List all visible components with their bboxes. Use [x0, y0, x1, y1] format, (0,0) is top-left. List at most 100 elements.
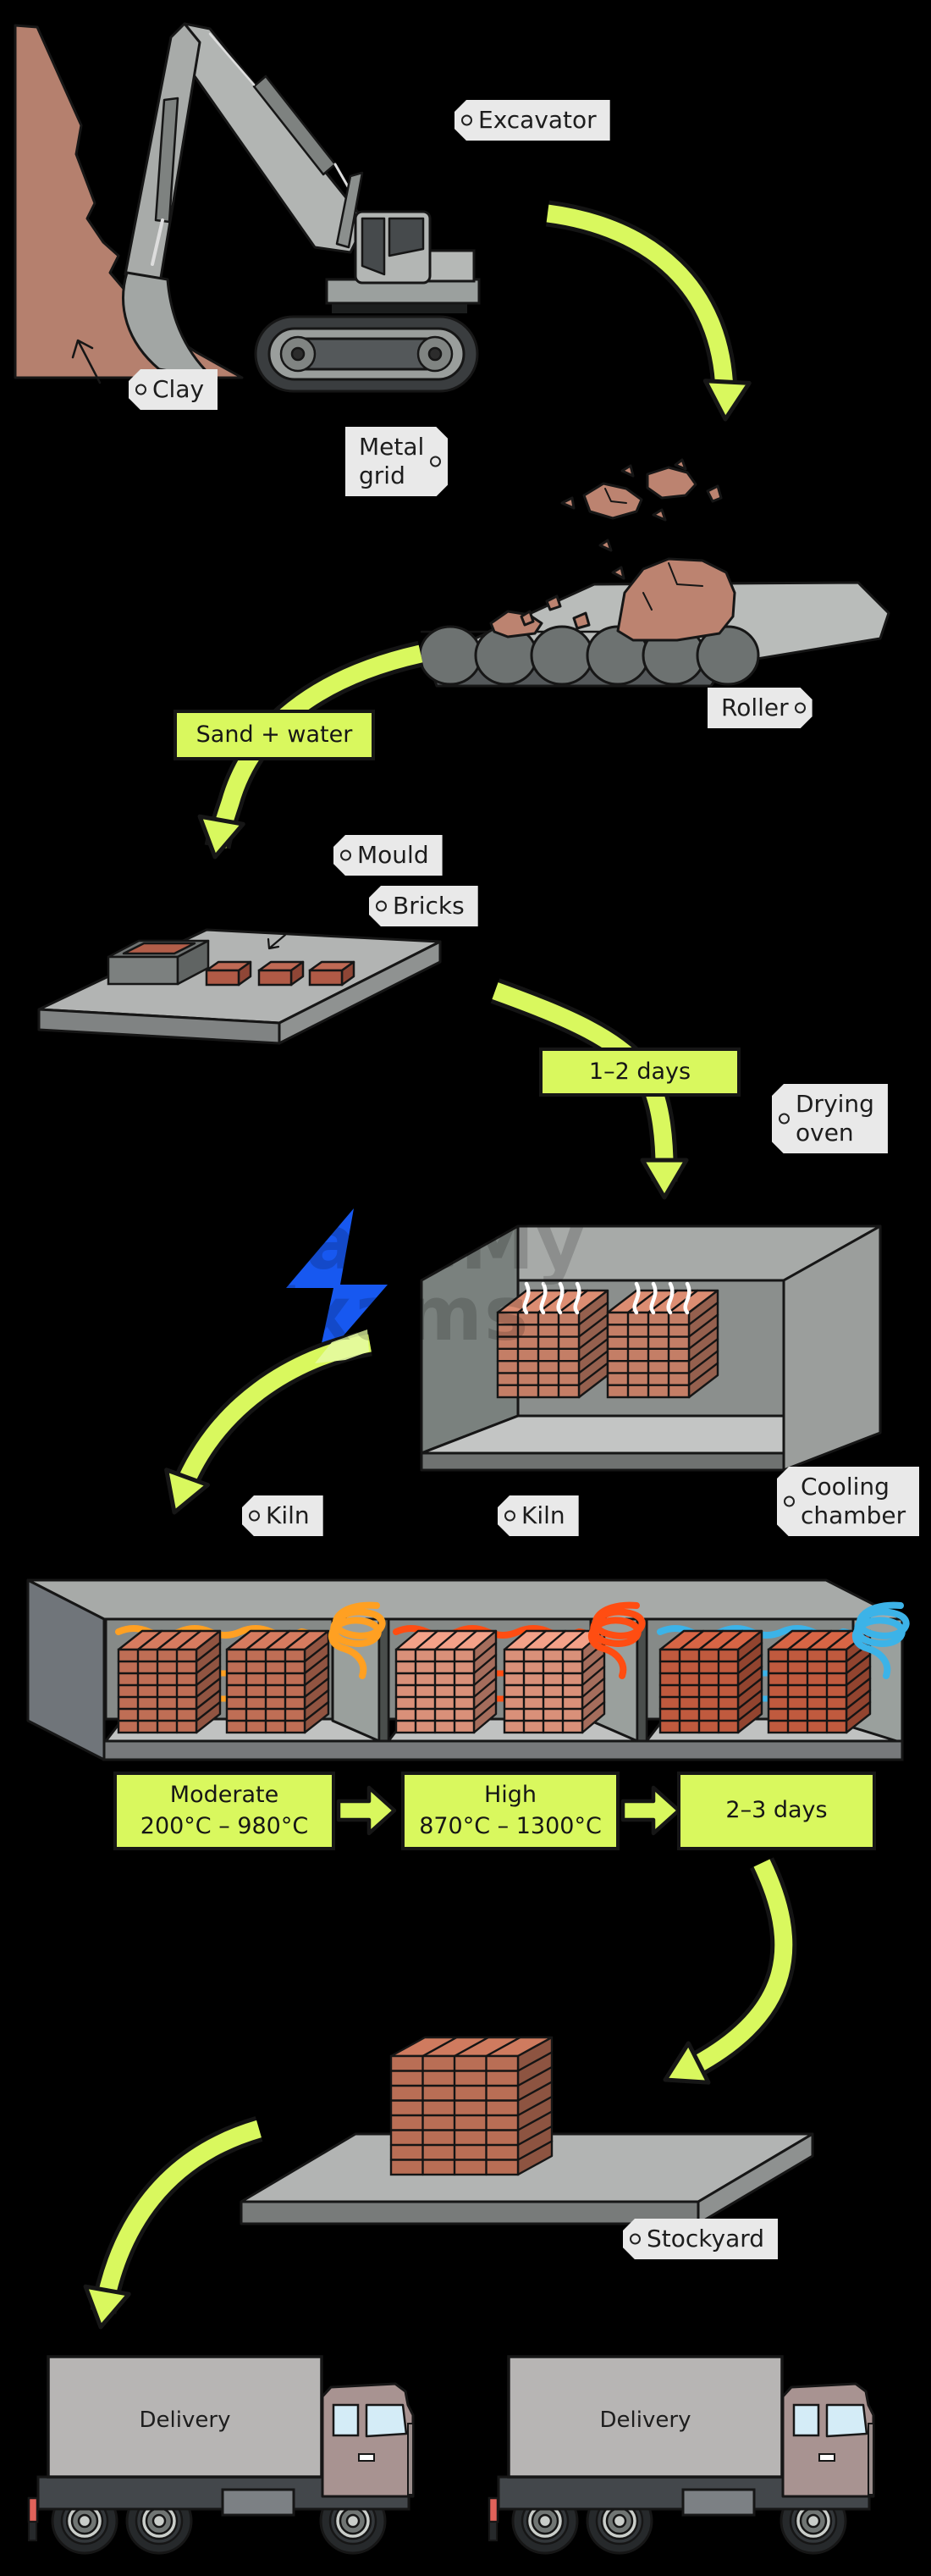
roller: [696, 625, 760, 686]
tag-hole-icon: [795, 703, 806, 714]
tag-hole-icon: [504, 1511, 515, 1522]
cooling-brick-stack: [845, 1700, 872, 1722]
truck-mudflap: [488, 2521, 498, 2541]
label-metal-grid: Metal grid: [345, 427, 448, 496]
oven-brick-stack: [577, 1362, 609, 1386]
truck-cab: [781, 2382, 875, 2498]
step-arrow: [336, 1785, 397, 1836]
flow-box-drying-time: 1–2 days: [539, 1048, 741, 1097]
kiln2-brick-stack: [542, 1629, 567, 1651]
kiln1-brick-stack: [136, 1629, 163, 1651]
cooling-brick-stack: [845, 1653, 872, 1675]
kiln2-brick-stack: [453, 1629, 478, 1651]
oven-brick-stack: [687, 1362, 719, 1386]
label-drying-oven: Drying oven: [772, 1084, 888, 1153]
oven-brick-stack: [577, 1313, 609, 1338]
truck-cab: [321, 2382, 415, 2498]
cooling-brick-stack: [736, 1689, 763, 1711]
kiln2-brick-stack: [414, 1629, 439, 1651]
truck-fuel-tank: [221, 2488, 295, 2517]
label-kiln-1: Kiln: [242, 1495, 323, 1536]
clay-chunk: [611, 566, 625, 580]
arrow-head: [640, 1158, 689, 1200]
heating-coil: [328, 1601, 386, 1679]
tag-hole-icon: [630, 2234, 641, 2245]
kiln1-brick-stack: [156, 1629, 183, 1651]
truck-hub: [151, 2513, 167, 2529]
steam-squiggle: [556, 1281, 565, 1315]
steam-squiggle: [632, 1281, 641, 1315]
hydraulic-rod: [208, 32, 256, 86]
stockyard-brick-stack: [516, 2125, 554, 2147]
watermark: SaveMy Exams: [251, 1199, 587, 1357]
cooling-brick-stack: [678, 1629, 705, 1651]
cab-window: [388, 217, 425, 257]
heating-coil: [588, 1601, 646, 1679]
kiln2-brick-stack: [472, 1677, 498, 1699]
kiln1-brick-stack: [303, 1653, 330, 1675]
label-roller: Roller: [708, 688, 813, 728]
mould-platform-illustration: [37, 928, 442, 1045]
clay-mound: [14, 24, 244, 379]
kiln1-brick-stack: [195, 1677, 222, 1699]
stockyard-brick-stack: [516, 2081, 554, 2102]
kiln1-brick-stack: [195, 1653, 222, 1675]
truck-windshield: [365, 2403, 408, 2438]
stockyard-brick-stack: [516, 2140, 554, 2161]
truck-right-delivery-text: Delivery: [599, 2407, 691, 2433]
oven-brick-stack: [687, 1350, 719, 1374]
excavator-boom: [173, 22, 367, 254]
arrow-head: [702, 379, 752, 422]
stockyard-illustration: [240, 2036, 814, 2225]
label-bricks: Bricks: [369, 886, 478, 926]
steam-squiggle: [666, 1281, 675, 1315]
oven-brick-stack: [577, 1302, 609, 1326]
kiln1-brick-stack: [303, 1700, 330, 1722]
tag-hole-icon: [340, 850, 351, 861]
hydraulic-rod: [151, 218, 164, 266]
kiln-base: [102, 1739, 904, 1761]
cooling-brick-stack: [845, 1665, 872, 1687]
truck-hub: [77, 2513, 92, 2529]
label-stockyard: Stockyard: [623, 2219, 778, 2259]
kiln2-brick-stack: [581, 1689, 606, 1711]
brick-front: [308, 969, 344, 987]
kiln2-brick-stack: [581, 1653, 606, 1675]
clay-chunk: [646, 466, 697, 500]
clay-chunk: [572, 611, 591, 630]
tag-hole-icon: [779, 1114, 790, 1125]
kiln1-brick-stack: [303, 1641, 330, 1663]
kiln2-brick-stack: [522, 1629, 548, 1651]
roller: [418, 625, 482, 686]
stockyard-brick-stack: [516, 2051, 554, 2072]
oven-brick-stack: [687, 1325, 719, 1351]
steam-squiggle: [539, 1281, 548, 1315]
kiln2-brick-stack: [472, 1641, 498, 1663]
truck-side-window: [792, 2403, 820, 2437]
excavator-illustration: [14, 22, 481, 393]
truck-fuel-tank: [681, 2488, 756, 2517]
clay-chunk: [706, 484, 723, 503]
flow-box-sand-water: Sand + water: [174, 710, 375, 760]
truck-cab-front: [868, 2423, 874, 2496]
kiln2-brick-stack: [472, 1689, 498, 1711]
oven-brick-stack: [687, 1302, 719, 1326]
kiln1-brick-stack: [303, 1677, 330, 1699]
label-mould: Mould: [333, 835, 443, 876]
oven-brick-stack: [577, 1350, 609, 1374]
kiln2-brick-stack: [472, 1653, 498, 1675]
steam-squiggle: [683, 1281, 691, 1315]
kiln2-brick-stack: [581, 1700, 606, 1722]
truck-mudflap: [28, 2521, 37, 2541]
bricks-pointer-arrow: [267, 933, 287, 950]
clay-chunk: [520, 610, 535, 627]
truck-hub: [806, 2513, 821, 2529]
cooling-brick-stack: [736, 1665, 763, 1687]
truck-left-delivery-text: Delivery: [139, 2407, 231, 2433]
brick-front: [257, 969, 293, 987]
steam-squiggle: [649, 1281, 658, 1315]
oven-brick-stack: [667, 1289, 699, 1314]
oven-brick-stack: [577, 1325, 609, 1351]
clay-arrow-mark: [71, 339, 102, 384]
flow-box-cooling-time: 2–3 days: [677, 1772, 876, 1850]
